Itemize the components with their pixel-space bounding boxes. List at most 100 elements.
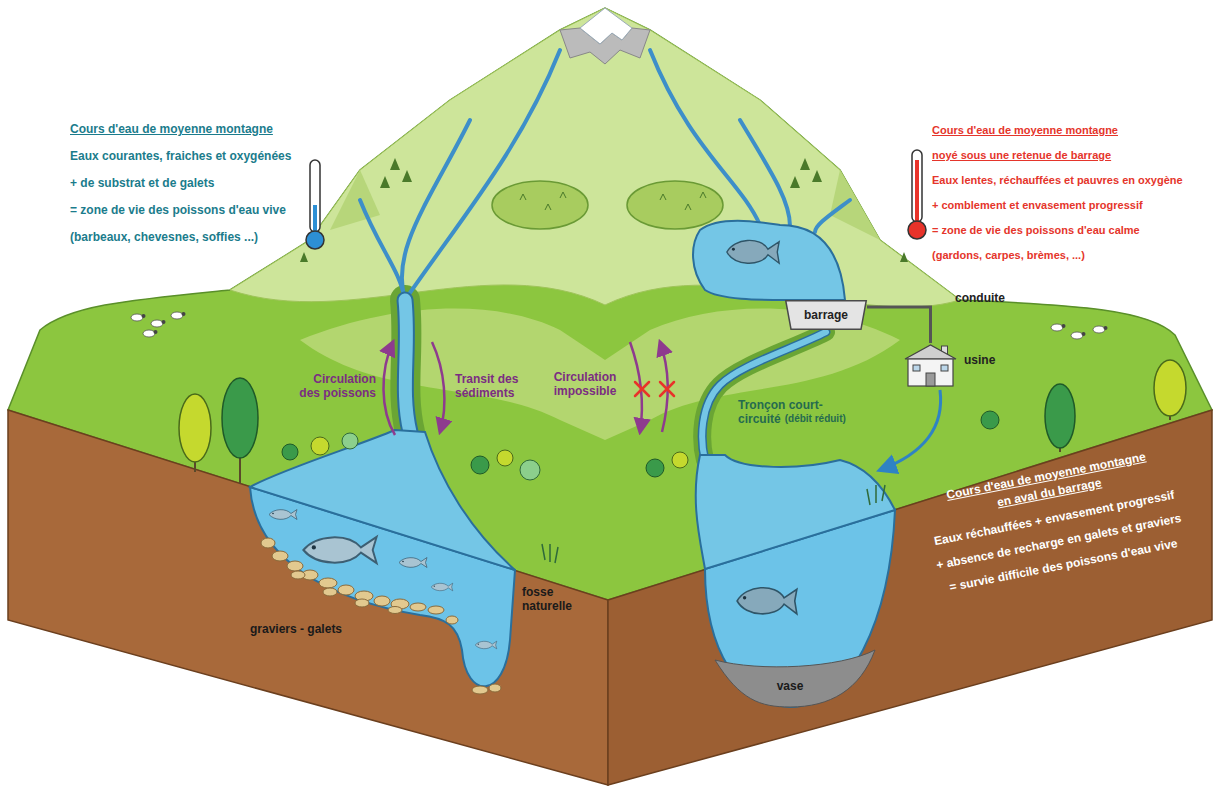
text-block: Cours d'eau de moyenne montagneEaux cour… — [70, 122, 306, 244]
cold-thermometer — [306, 231, 324, 249]
section-heading: Cours d'eau de moyenne montagne — [932, 124, 1208, 137]
blocked-mark — [635, 382, 674, 396]
flow-arrow — [432, 342, 444, 432]
sheep — [131, 312, 1108, 339]
fish — [269, 510, 297, 520]
part-label: conduite — [955, 291, 1005, 305]
flow-label: Transit des sédiments — [455, 372, 527, 401]
bypassed-stream — [702, 332, 826, 460]
window — [913, 365, 920, 371]
warm-thermometer — [915, 160, 919, 228]
mud-layer — [715, 650, 875, 707]
meadow-patch — [520, 192, 706, 210]
gravel-bed — [291, 571, 305, 579]
blocked-mark — [660, 382, 674, 396]
dam-outline — [786, 301, 867, 330]
fish — [475, 641, 497, 649]
mountain-peak — [560, 8, 650, 64]
river-mouth — [250, 430, 515, 570]
river-bank — [405, 300, 826, 460]
fish — [269, 240, 797, 648]
river-bank — [405, 300, 410, 432]
mountain-upper-slope — [230, 8, 960, 307]
description-line: = zone de vie des poissons d'eau vive — [70, 203, 306, 217]
gravel-bed — [374, 596, 390, 606]
description-line: Eaux lentes, réchauffées et pauvres en o… — [932, 174, 1208, 187]
tree — [1154, 360, 1186, 416]
reed — [542, 485, 885, 563]
warm-thermometer — [908, 150, 926, 239]
sheep — [151, 320, 166, 327]
tree — [282, 444, 298, 460]
section-heading: Cours d'eau de moyenne montagne — [70, 122, 306, 136]
river-mouth — [696, 455, 895, 569]
window — [941, 365, 948, 371]
upstream-river — [405, 300, 410, 432]
tree — [311, 437, 329, 455]
tree — [520, 460, 540, 480]
tree — [646, 459, 664, 477]
text-block: Cours d'eau de moyenne montagne noyé sous… — [932, 124, 1208, 262]
gravel-bed — [319, 578, 337, 588]
tree — [1045, 384, 1075, 448]
gravel-bed — [338, 585, 354, 595]
flow-label: Circulation impossible — [546, 370, 624, 399]
tree — [179, 360, 1186, 484]
gravel-bed — [287, 561, 303, 571]
sheep — [1093, 326, 1108, 333]
fish — [737, 588, 797, 614]
mountain-stream — [402, 120, 470, 300]
river-mouth — [250, 430, 895, 570]
species-list: (barbeaux, chevesnes, soffies ...) — [70, 230, 306, 244]
mud-layer — [715, 650, 875, 707]
mountain-stream — [740, 120, 790, 226]
forest-symbol — [900, 252, 908, 262]
power-plant: usine — [903, 343, 958, 388]
node-label: usine — [964, 353, 996, 367]
sheep — [1071, 332, 1086, 339]
section-heading: noyé sous une retenue de barrage — [932, 149, 1208, 162]
description-line: + comblement et envasement progressif — [932, 199, 1208, 212]
fish — [431, 583, 453, 591]
forest-symbol — [380, 176, 390, 188]
tree — [672, 452, 688, 468]
pipe-connector — [867, 307, 931, 343]
gravel-bed — [388, 607, 402, 614]
mountain-upper-slope — [830, 170, 880, 240]
mountain-stream — [650, 50, 760, 225]
gravel-bed — [355, 599, 369, 607]
description-line: + de substrat et de galets — [70, 176, 306, 190]
forest-symbol — [790, 176, 800, 188]
mountain-stream — [815, 200, 850, 232]
forest-symbol — [300, 252, 308, 262]
sheep — [1051, 324, 1066, 331]
forest-symbol — [402, 170, 412, 182]
reed — [542, 485, 885, 563]
cold-thermometer — [306, 160, 324, 249]
blocked-mark — [635, 382, 649, 396]
reservoir-lake — [693, 221, 845, 300]
material-label: fosse naturelle — [522, 585, 584, 614]
flow-label: Circulation des poissons — [298, 372, 376, 401]
sheep — [143, 330, 158, 337]
gravel-bed — [472, 686, 488, 694]
tree — [222, 378, 258, 458]
outflow-arrow — [880, 390, 941, 470]
description-line: = zone de vie des poissons d'eau calme — [932, 224, 1208, 237]
mountain-stream — [405, 50, 560, 300]
meadow-patch — [627, 181, 723, 229]
warm-thermometer — [908, 221, 926, 239]
fish — [303, 537, 376, 563]
tree — [179, 394, 211, 462]
tree — [342, 433, 358, 449]
sheep — [171, 312, 186, 319]
gravel-bed — [410, 603, 426, 611]
material-label: vase — [770, 679, 810, 693]
wall — [908, 359, 953, 386]
mountain-upper-slope — [230, 8, 960, 307]
door — [926, 373, 935, 386]
description-line: Eaux courantes, fraiches et oxygénées — [70, 149, 306, 163]
species-list: (gardons, carpes, brèmes, ...) — [932, 249, 1208, 262]
sheep — [131, 314, 146, 321]
forest-symbol — [812, 170, 822, 182]
